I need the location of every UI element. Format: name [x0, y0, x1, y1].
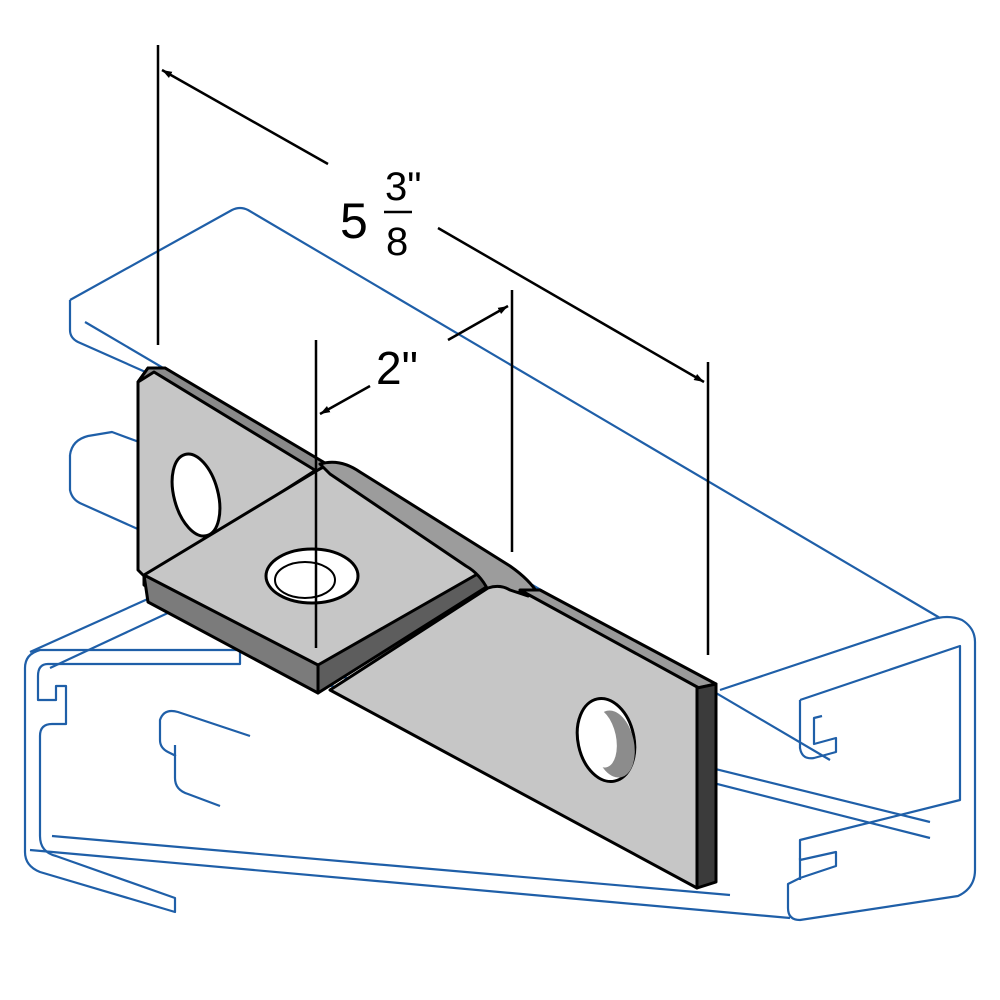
channel-near-end-profile	[23, 648, 242, 914]
channel-lower-edge-1	[29, 596, 151, 654]
front-leg-hole-through	[583, 708, 617, 768]
offset-dimension-line-left	[319, 384, 371, 416]
overall-dimension-numerator: 3"	[385, 165, 421, 209]
offset-dimension-label: 2"	[376, 342, 418, 394]
channel-top-edge-back	[69, 206, 941, 619]
dimension-lines	[156, 45, 710, 655]
overall-dimension-line-right	[437, 226, 705, 384]
overall-dimension-whole: 5	[340, 193, 368, 249]
front-leg-edge	[695, 682, 718, 890]
fitting-plate	[136, 366, 718, 890]
channel-right-end-lips	[798, 700, 838, 880]
dimension-labels: 5 3" 8 2"	[340, 165, 421, 394]
channel-far-end-lower	[68, 430, 151, 456]
channel-lower-edge-2	[49, 611, 171, 669]
channel-far-end-lip	[68, 455, 141, 532]
channel-far-end-upper	[68, 300, 151, 376]
channel-bottom-long-2	[51, 834, 731, 897]
channel-near-end-lip-right	[158, 709, 251, 808]
plate-bend	[318, 460, 540, 596]
overall-dimension-denominator: 8	[386, 220, 408, 264]
overall-dimension-line-left	[161, 68, 329, 166]
channel-bottom-long-1	[29, 848, 791, 920]
channel-right-end-profile	[719, 615, 977, 922]
offset-dimension-line-right	[447, 304, 509, 342]
center-hole	[264, 547, 360, 605]
center-hole-inner	[274, 561, 336, 599]
